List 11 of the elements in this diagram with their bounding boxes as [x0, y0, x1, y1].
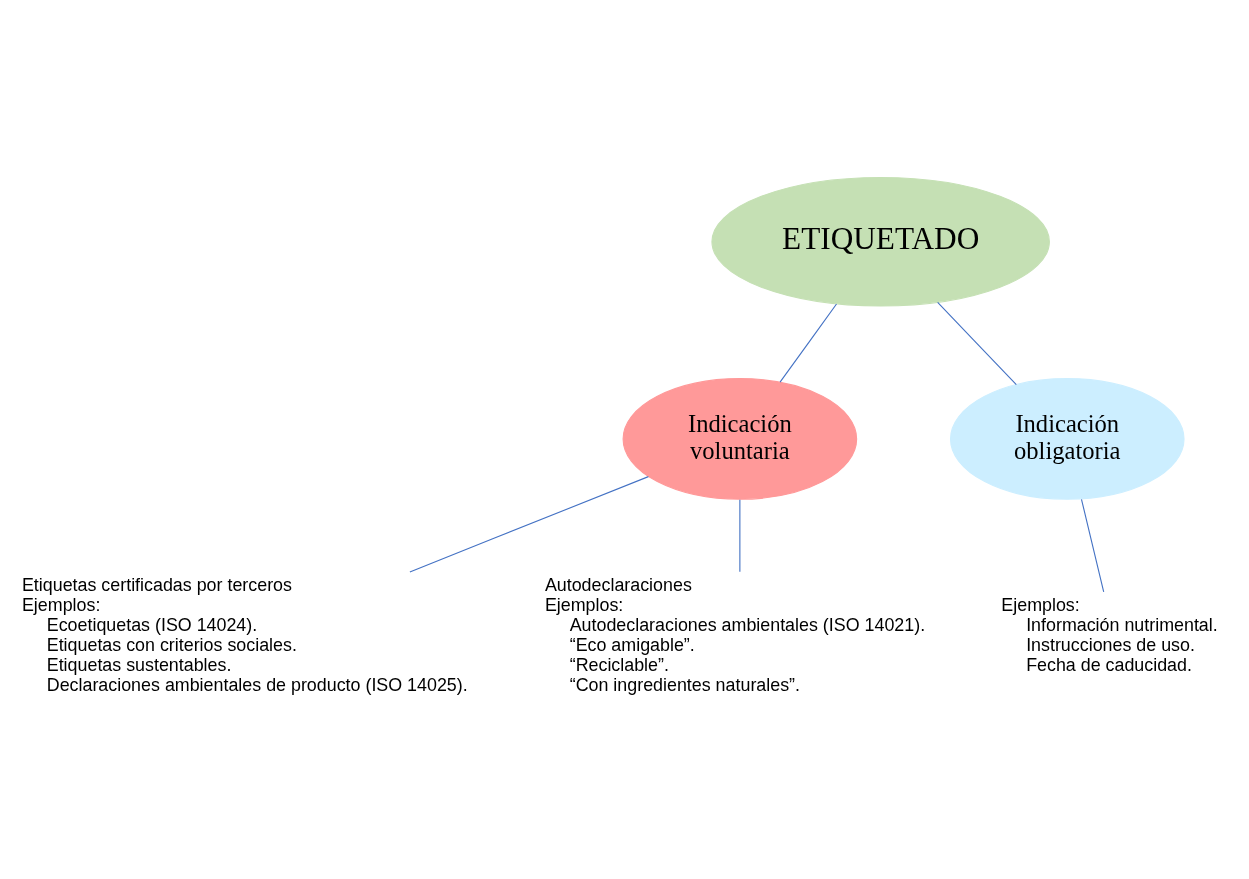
connector — [409, 476, 649, 573]
node-ellipse: Indicación voluntaria — [622, 378, 858, 500]
node-ellipse: Indicación obligatoria — [949, 378, 1185, 500]
node-text: Etiquetas certificadas por terceros Ejemplos: Ecoetiquetas (ISO 14024). Etiquetas con criterios sociales. Etiquetas sustentables. Declaraciones ambientales de producto (ISO 14025). — [21, 574, 468, 696]
connector — [937, 301, 1017, 386]
node-ellipse: ETIQUETADO — [711, 176, 1050, 307]
node-text: Ejemplos: Información nutrimental. Instrucciones de uso. Fecha de caducidad. — [1001, 594, 1218, 676]
node-text: Autodeclaraciones Ejemplos: Autodeclaraciones ambientales (ISO 14021). “Eco amigable”. “Reciclable”. “Con ingredientes naturales”. — [544, 574, 926, 696]
connector — [739, 499, 741, 573]
connector — [779, 303, 838, 383]
connector — [1080, 498, 1105, 593]
